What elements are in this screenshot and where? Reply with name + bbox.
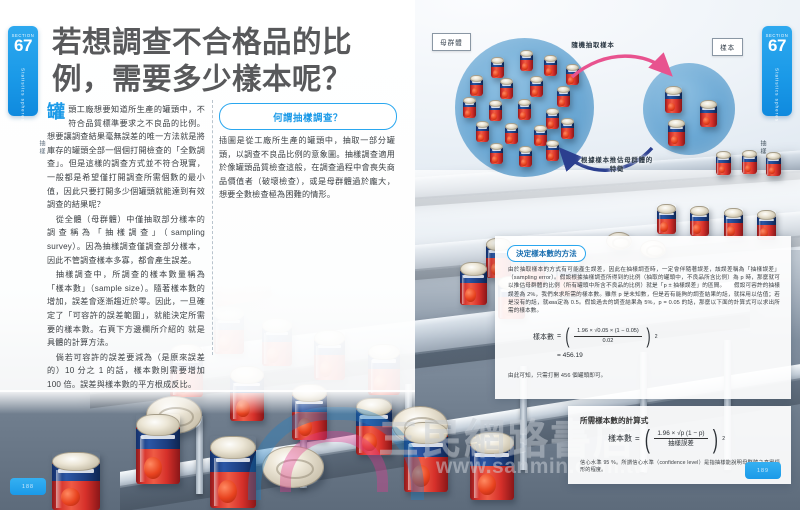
paragraph-text: 從全體（母群體）中僅抽取部分樣本的調查稱為「抽樣調查」（sampling sur… [47, 214, 205, 265]
section-kicker: SECTION [11, 33, 35, 38]
paragraph: 從全體（母群體）中僅抽取部分樣本的調查稱為「抽樣調查」（sampling sur… [47, 213, 205, 267]
conveyor-leg [196, 416, 203, 494]
can-upright [544, 55, 557, 76]
sample-bubble [643, 63, 735, 155]
formula-card-note: 信心水準 95 %。所謂信心水準（confidence level）是指抽樣能說… [580, 460, 780, 474]
can-upright [476, 121, 489, 142]
can-upright [716, 151, 731, 175]
equals-sign: = [635, 434, 640, 443]
formula-exponent: 2 [722, 435, 726, 442]
can-upright [52, 452, 100, 510]
can-upright [500, 78, 513, 99]
can-upright [490, 143, 503, 164]
can-upright [766, 152, 781, 176]
can-upright [470, 432, 514, 500]
article-body: 罐頭工廠想要知道所生產的罐頭中，不符合品質標準要求之不良品的比例。想要讓調查結果… [47, 103, 205, 392]
method-card-title: 決定樣本數的方法 [507, 245, 586, 262]
can-upright [210, 436, 256, 508]
can-upright [724, 208, 743, 238]
can-upright [463, 97, 476, 118]
method-card-note: 由此可知，只需打開 456 個罐頭即可。 [508, 373, 607, 379]
formula-numerator: 1.96 × √p (1 − p) [654, 430, 708, 439]
chapter-side-label-right: 抽樣 [759, 140, 765, 156]
population-label: 母群體 [432, 33, 471, 51]
can-upright [561, 118, 574, 139]
paragraph-text: 抽樣調查中，所調查的樣本數量稱為「樣本數」（sample size）。隨著樣本數… [47, 270, 205, 348]
method-card: 決定樣本數的方法 由於抽取樣本的方式有可能產生誤差，因此在抽樣調查時，一定會伴隨… [495, 236, 791, 399]
formula-denominator: 0.02 [602, 338, 614, 344]
inference-arrow-label: 根據樣本推估母群體的特徵 [581, 157, 653, 173]
can-upright [657, 204, 676, 234]
formula-denominator: 抽樣誤差 [668, 440, 694, 447]
sample-size-formula: 樣本數 = ( 1.96 × √p (1 − p) 抽樣誤差 ) 2 [608, 423, 726, 454]
can-upright [668, 119, 685, 146]
can-upright [566, 64, 579, 85]
can-upright [757, 210, 776, 240]
formula-exponent: 2 [654, 333, 658, 340]
can-upright [491, 57, 504, 78]
section-number: 67 [768, 36, 786, 55]
page-folio-left: 188 [10, 478, 46, 495]
watermark-arc-pink [280, 431, 388, 492]
can-upright [742, 150, 757, 174]
can-upright [546, 108, 559, 129]
page-folio-right: 189 [745, 462, 781, 479]
can-upright [534, 125, 547, 146]
drop-cap: 罐 [47, 102, 66, 122]
paragraph: 抽樣調查中，所調查的樣本數量稱為「樣本數」（sample size）。隨著樣本數… [47, 268, 205, 350]
formula-label: 樣本數 [608, 434, 632, 443]
can-upright [519, 146, 532, 167]
can-upright [557, 86, 570, 107]
conveyor-leg [520, 366, 527, 470]
formula-numerator: 1.96 × √0.05 × (1 − 0.05) [574, 328, 642, 337]
paragraph: 罐頭工廠想要知道所生產的罐頭中，不符合品質標準要求之不良品的比例。想要讓調查結果… [47, 103, 205, 212]
formula-card-title: 所需樣本數的計算式 [580, 416, 649, 425]
can-upright [546, 140, 559, 161]
paragraph-text: 頭工廠想要知道所生產的罐頭中，不符合品質標準要求之不良品的比例。想要讓調查結果毫… [47, 105, 205, 210]
formula-fraction: 1.96 × √0.05 × (1 − 0.05) 0.02 [574, 328, 642, 345]
watermark: 三民網路書店 www.sanmin.com.tw [228, 403, 650, 500]
question-box-title-text: 何謂抽樣調查？ [273, 111, 343, 123]
question-box-title: 何謂抽樣調查？ [219, 103, 397, 130]
method-card-body: 由於抽取樣本的方式有可能產生誤差，因此在抽樣調查時，一定會伴隨著誤差，該誤差稱為… [508, 267, 780, 315]
method-formula: 樣本數 = ( 1.96 × √0.05 × (1 − 0.05) 0.02 )… [533, 324, 658, 348]
section-tab-right: SECTION 67 Statistics spheres [762, 26, 792, 122]
can-upright [665, 86, 682, 113]
section-vertical-label: Statistics spheres [20, 68, 26, 122]
can-upright [470, 75, 483, 96]
paragraph: 倘若可容許的誤差要減為（是原來誤差的）10 分之 1 的話，樣本數則需要增加 1… [47, 351, 205, 392]
question-box-body: 插圖是從工廠所生產的罐頭中，抽取一部分罐頭，以調查不良品比例的意象圖。抽樣調查適… [219, 136, 395, 200]
can-upright [518, 99, 531, 120]
article-panel [0, 0, 415, 414]
method-formula-result: = 456.19 [557, 352, 583, 359]
can-upright [505, 123, 518, 144]
equals-sign: = [557, 333, 562, 340]
can-upright [489, 100, 502, 121]
column-divider [212, 100, 213, 355]
section-vertical-label: Statistics spheres [774, 68, 780, 122]
section-number: 67 [14, 36, 32, 55]
formula-fraction: 1.96 × √p (1 − p) 抽樣誤差 [654, 430, 708, 447]
can-upright [520, 50, 533, 71]
can-upright [700, 100, 717, 127]
paragraph-text: 倘若可容許的誤差要減為（是原來誤差的）10 分之 1 的話，樣本數則需要增加 1… [47, 352, 205, 389]
can-upright [136, 414, 180, 484]
section-kicker: SECTION [765, 33, 789, 38]
sampling-arrow-label: 隨機抽取樣本 [571, 42, 615, 49]
section-tab-left: SECTION 67 Statistics spheres [8, 26, 38, 122]
formula-label: 樣本數 [533, 333, 554, 341]
can-upright [530, 76, 543, 97]
conveyor-leg [724, 340, 731, 470]
can-upright [690, 206, 709, 236]
can-upright [460, 262, 487, 305]
sample-label-right: 樣本 [712, 38, 744, 56]
page-title: 若想調查不合格品的比例，需要多少樣本呢？ [52, 26, 353, 96]
chapter-side-label-left: 抽樣 [38, 140, 44, 156]
